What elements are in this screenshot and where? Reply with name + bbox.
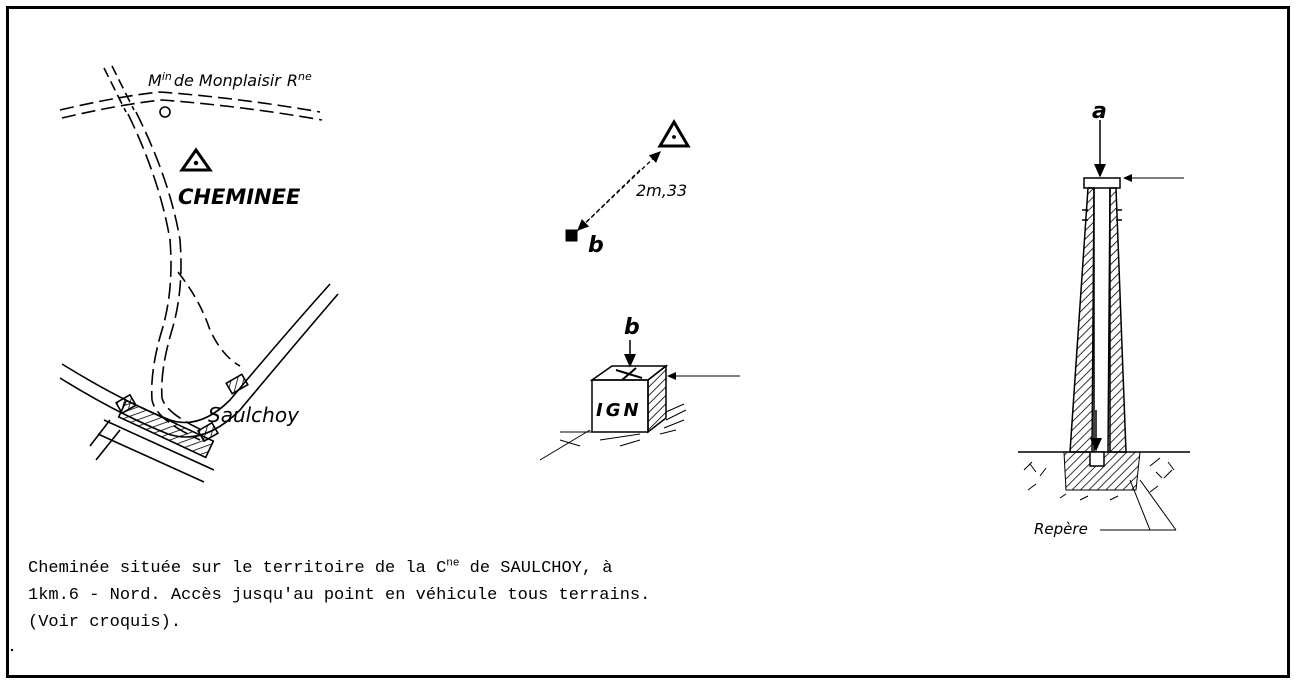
chimney-left-wall (1069, 187, 1095, 453)
chimney-point-label: a (1092, 99, 1107, 124)
description-line-2: 1km.6 - Nord. Accès jusqu'au point en vé… (28, 585, 651, 605)
landmark-label: CHEMINEE (178, 185, 301, 209)
map-sketch (59, 65, 339, 483)
reference-mark (1089, 451, 1105, 467)
reference-label: Repère (1034, 520, 1088, 538)
station-triangle (657, 119, 691, 148)
point-b-square (565, 229, 578, 242)
mill-symbol (159, 106, 171, 118)
building-4 (196, 421, 220, 443)
offset-sketch (565, 119, 691, 242)
document-frame (6, 6, 1290, 678)
chimney-sketch (1018, 120, 1190, 531)
road-top (59, 91, 323, 121)
reference-leader (1100, 479, 1177, 531)
village-label: Saulchoy (208, 403, 300, 427)
path-dashed (177, 271, 241, 367)
building-2 (114, 393, 138, 415)
road-diagonal (103, 65, 135, 113)
road-main (127, 111, 207, 441)
distance-label: 2m,33 (636, 181, 687, 200)
soil-texture (1023, 457, 1175, 501)
description-text: Cheminée située sur le territoire de la … (28, 550, 650, 636)
marker-sketch (539, 340, 740, 461)
margin-dot (10, 648, 14, 652)
road-lower (89, 419, 215, 483)
offset-point-label: b (588, 233, 604, 258)
description-line-3: (Voir croquis). (28, 612, 182, 632)
marker-text: IGN (596, 400, 642, 421)
marker-ground (539, 403, 687, 461)
landmark-triangle (179, 147, 213, 172)
foundation (1063, 451, 1141, 491)
marker-side (647, 364, 667, 434)
marker-point-label: b (624, 315, 640, 340)
building-3 (225, 373, 249, 395)
description-line-1: Cheminée située sur le territoire de la … (28, 557, 613, 578)
